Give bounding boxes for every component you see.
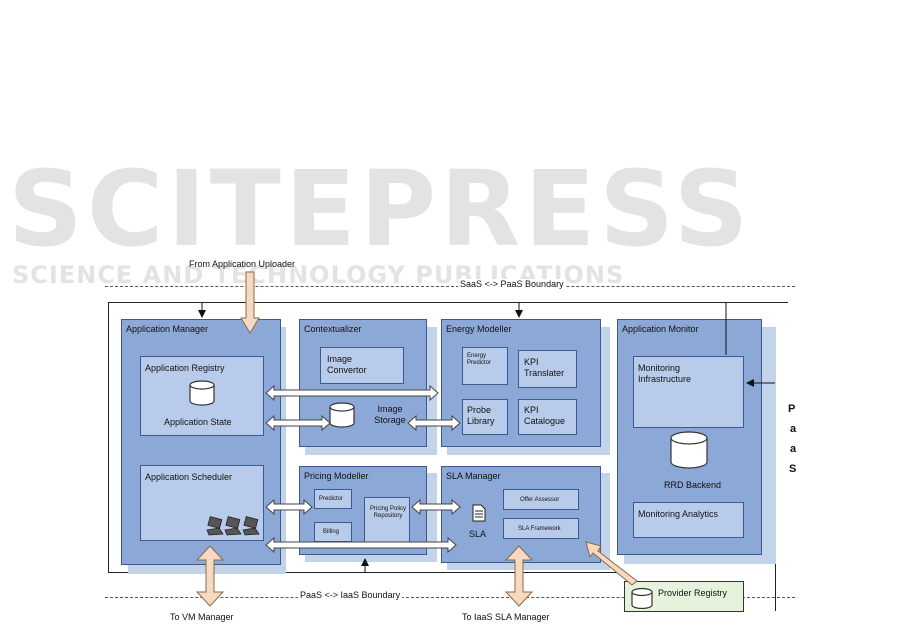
watermark-main: SCITEPRESS: [8, 148, 753, 270]
scheduler-sla-arrow: [265, 536, 457, 554]
kpi-translater-label: KPI Translater: [524, 357, 565, 378]
frame-left: [108, 302, 109, 572]
energy-predictor-box: Energy Predictor: [462, 347, 508, 385]
monitoring-analytics-box: Monitoring Analytics: [633, 502, 744, 538]
frame-bottom: [108, 572, 623, 573]
provider-registry-arrow: [585, 541, 638, 586]
application-scheduler-box: Application Scheduler: [140, 465, 264, 541]
registry-storage-arrow: [265, 414, 331, 432]
kpi-catalogue-label: KPI Catalogue: [524, 405, 566, 426]
to-iaas-sla-manager-label: To IaaS SLA Manager: [462, 612, 550, 622]
paas-letter-2: a: [790, 423, 797, 435]
pricing-sla-arrow: [411, 498, 461, 516]
sla-manager-title: SLA Manager: [446, 471, 501, 481]
sla-framework-box: SLA Framework: [503, 518, 579, 539]
paas-iaas-boundary-label: PaaS <-> IaaS Boundary: [298, 590, 403, 600]
document-icon: [472, 504, 486, 522]
kpi-catalogue-box: KPI Catalogue: [518, 399, 577, 435]
rrd-backend-database-icon: [670, 431, 708, 469]
image-storage-database-icon: [329, 402, 355, 428]
frame-top: [108, 302, 788, 303]
paas-iaas-boundary-line: [105, 597, 795, 598]
provider-registry-label: Provider Registry: [658, 588, 728, 598]
provider-registry-database-icon: [631, 587, 653, 609]
paas-letter-3: a: [790, 443, 797, 455]
pricing-policy-repository-label: Pricing Policy Repository: [369, 506, 406, 519]
billing-label: Billing: [323, 529, 340, 535]
rrd-backend-label: RRD Backend: [664, 480, 722, 490]
paas-letter-4: S: [789, 463, 797, 475]
computers-icon: [206, 516, 260, 536]
application-monitor-title: Application Monitor: [622, 324, 699, 334]
offer-assessor-label: Offer Assessor: [520, 497, 560, 503]
uploader-arrow: [240, 271, 260, 334]
storage-probe-arrow: [407, 414, 461, 432]
offer-assessor-box: Offer Assessor: [503, 489, 579, 510]
application-manager-panel: Application Manager Application Registry…: [121, 319, 281, 565]
application-registry-label: Application Registry: [145, 363, 225, 373]
image-convertor-label: Image Convertor: [327, 354, 367, 375]
billing-box: Billing: [314, 522, 352, 542]
provider-registry-box: Provider Registry: [624, 581, 744, 612]
probe-library-box: Probe Library: [462, 399, 508, 435]
application-manager-title: Application Manager: [126, 324, 209, 334]
sla-framework-label: SLA Framework: [518, 526, 561, 532]
application-registry-box: Application Registry Application State: [140, 356, 264, 436]
image-storage-label: Image Storage: [374, 404, 406, 425]
contextualizer-title: Contextualizer: [304, 324, 362, 334]
monitoring-infrastructure-label: Monitoring Infrastructure: [638, 363, 692, 384]
sla-label: SLA: [469, 529, 487, 539]
database-icon: [189, 380, 215, 406]
monitoring-analytics-label: Monitoring Analytics: [638, 509, 719, 519]
registry-energy-arrow: [265, 384, 439, 402]
to-vm-manager-label: To VM Manager: [170, 612, 234, 622]
energy-predictor-label: Energy Predictor: [467, 353, 492, 366]
application-scheduler-label: Application Scheduler: [145, 472, 233, 482]
monitoring-infrastructure-box: Monitoring Infrastructure: [633, 356, 744, 428]
saas-paas-boundary-line: [105, 286, 795, 287]
application-state-label: Application State: [164, 417, 232, 427]
scheduler-pricing-arrow: [265, 498, 313, 516]
pricing-modeller-title: Pricing Modeller: [304, 471, 369, 481]
pricing-modeller-panel: Pricing Modeller Predictor Billing Prici…: [299, 466, 427, 555]
sla-manager-panel: SLA Manager Offer Assessor SLA Framework…: [441, 466, 601, 563]
iaas-sla-arrow: [504, 545, 534, 607]
saas-paas-boundary-label: SaaS <-> PaaS Boundary: [458, 279, 566, 289]
energy-modeller-title: Energy Modeller: [446, 324, 512, 334]
predictor-label: Predictor: [319, 496, 344, 502]
paas-letter-1: P: [788, 403, 796, 415]
vm-manager-arrow: [195, 545, 225, 607]
probe-library-label: Probe Library: [467, 405, 495, 426]
energy-modeller-panel: Energy Modeller Energy Predictor KPI Tra…: [441, 319, 601, 447]
kpi-translater-box: KPI Translater: [518, 350, 577, 388]
application-monitor-panel: Application Monitor Monitoring Infrastru…: [617, 319, 762, 555]
from-uploader-label: From Application Uploader: [189, 259, 296, 269]
predictor-box: Predictor: [314, 489, 352, 509]
image-convertor-box: Image Convertor: [320, 347, 404, 384]
